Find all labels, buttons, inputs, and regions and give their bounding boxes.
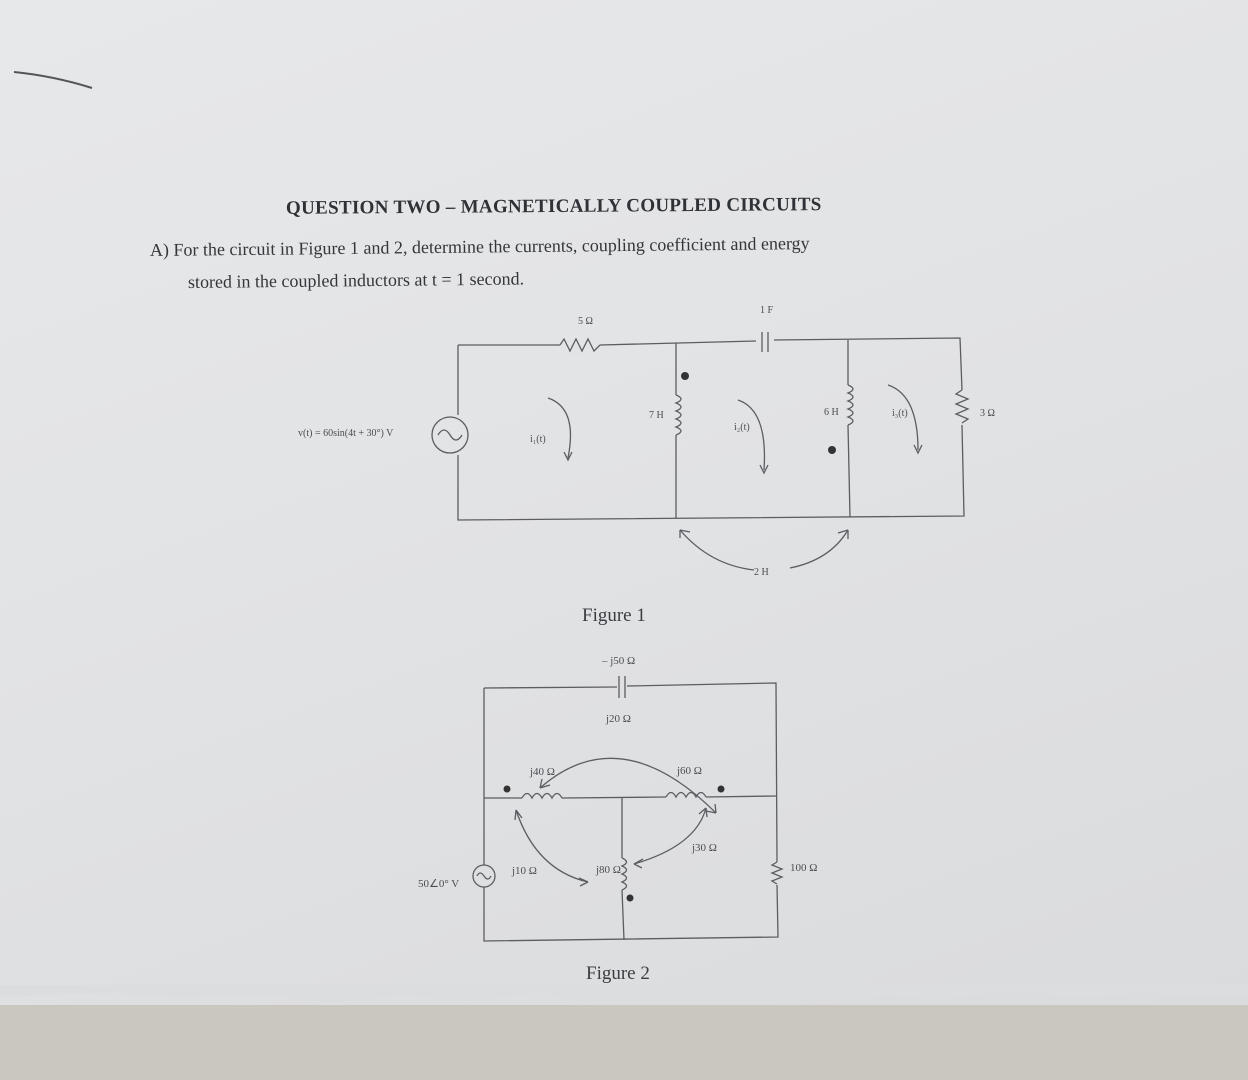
label-6h: 6 H [824,407,839,418]
capacitor-1f [761,332,769,352]
source-label-figure-2: 50∠0° V [418,878,460,890]
dot-marker-j80 [626,894,634,902]
label-minus-j50: – j50 Ω [602,655,636,667]
ac-source-figure-2 [472,864,496,888]
resistor-5-ohm [559,337,601,353]
figure-2-caption: Figure 2 [586,963,650,984]
mutual-arrow-j20 [539,757,717,814]
label-j10: j10 Ω [512,865,537,877]
inductor-j60 [665,791,707,799]
inductor-j80 [620,857,628,891]
inductor-j40 [521,792,563,800]
dot-marker-6h [828,446,836,454]
mutual-coupling-arrow-2h [679,529,849,571]
inductor-6h [846,384,854,426]
label-j30: j30 Ω [692,842,717,854]
paper-sheet [0,0,1248,1005]
mesh-arrow-i2 [737,399,766,471]
dot-marker-7h [681,372,689,380]
mutual-arrow-j30 [633,807,707,865]
label-j20: j20 Ω [606,713,631,725]
label-i1: i₁(t) [530,434,546,445]
label-i3: i₃(t) [892,408,908,419]
label-7h: 7 H [649,410,664,421]
label-j40: j40 Ω [530,766,555,778]
label-j80: j80 Ω [596,864,621,876]
resistor-3-ohm [954,389,970,424]
mesh-arrow-i1 [547,397,572,459]
label-1f: 1 F [760,305,774,316]
pen-mark [14,71,93,89]
figure-1-caption: Figure 1 [582,605,646,626]
label-5-ohm: 5 Ω [578,316,593,327]
label-i2: i₂(t) [734,422,750,433]
inductor-7h [674,394,682,436]
label-2h: 2 H [754,567,769,578]
capacitor-minus-j50 [618,676,626,698]
torn-paper-edge [0,985,1248,1005]
dot-marker-j40 [503,785,511,793]
ac-source-figure-1 [431,416,469,454]
source-label-figure-1: v(t) = 60sin(4t + 30°) V [298,428,394,439]
resistor-100-ohm [770,861,784,885]
label-100-ohm: 100 Ω [790,862,818,874]
label-j60: j60 Ω [677,765,702,777]
dot-marker-j60 [717,785,725,793]
mutual-arrow-j10 [515,809,589,883]
mesh-arrow-i3 [887,384,919,451]
label-3-ohm: 3 Ω [980,408,995,419]
